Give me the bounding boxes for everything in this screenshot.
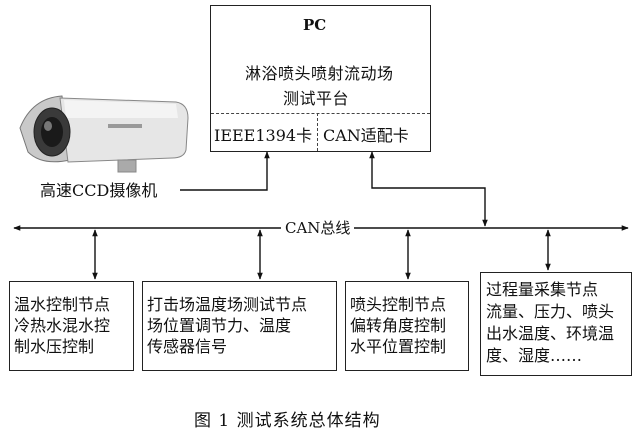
pc-platform-line-2: 测试平台 [283, 89, 350, 108]
camera-to-ieee1394-connector [180, 151, 270, 191]
node-4-line-1: 过程量采集节点 [486, 280, 599, 299]
ieee1394-card-label: IEEE1394卡 [214, 126, 313, 145]
node-3-line-3: 水平位置控制 [350, 337, 447, 356]
node-1-line-3: 制水压控制 [14, 337, 95, 356]
node-2-line-3: 传感器信号 [147, 337, 228, 356]
node-box-nozzle-control: 喷头控制节点 偏转角度控制 水平位置控制 [345, 281, 469, 371]
can-adapter-card-label: CAN适配卡 [323, 126, 409, 145]
node-2-line-2: 场位置调节力、温度 [147, 316, 292, 335]
ccd-camera-label: 高速CCD摄像机 [40, 181, 158, 200]
pc-title: PC [303, 16, 327, 34]
node-1-line-1: 温水控制节点 [14, 295, 111, 314]
pc-port-divider-vertical [317, 113, 318, 151]
ccd-camera-icon [19, 95, 189, 173]
can-bus-label: CAN总线 [281, 217, 355, 238]
node-4-line-2: 流量、压力、喷头 [486, 302, 615, 321]
node-4-line-3: 出水温度、环境温 [486, 324, 615, 343]
pc-port-divider-horizontal [211, 113, 430, 114]
pc-platform-line-1: 淋浴喷头喷射流动场 [245, 64, 394, 83]
node-box-field-test: 打击场温度场测试节点 场位置调节力、温度 传感器信号 [142, 281, 337, 371]
pc-box: PC 淋浴喷头喷射流动场 测试平台 IEEE1394卡 CAN适配卡 [210, 5, 431, 152]
node-3-line-2: 偏转角度控制 [350, 316, 447, 335]
node-1-line-2: 冷热水混水控 [14, 316, 111, 335]
node-2-line-1: 打击场温度场测试节点 [147, 295, 308, 314]
node-4-line-4: 度、湿度…… [486, 346, 583, 365]
figure-caption: 图 1 测试系统总体结构 [194, 411, 381, 431]
can-adapter-to-bus-connector [369, 151, 488, 227]
node-3-line-1: 喷头控制节点 [350, 295, 447, 314]
node-box-process-acquisition: 过程量采集节点 流量、压力、喷头 出水温度、环境温 度、湿度…… [480, 272, 632, 376]
node-box-water-control: 温水控制节点 冷热水混水控 制水压控制 [9, 281, 134, 371]
